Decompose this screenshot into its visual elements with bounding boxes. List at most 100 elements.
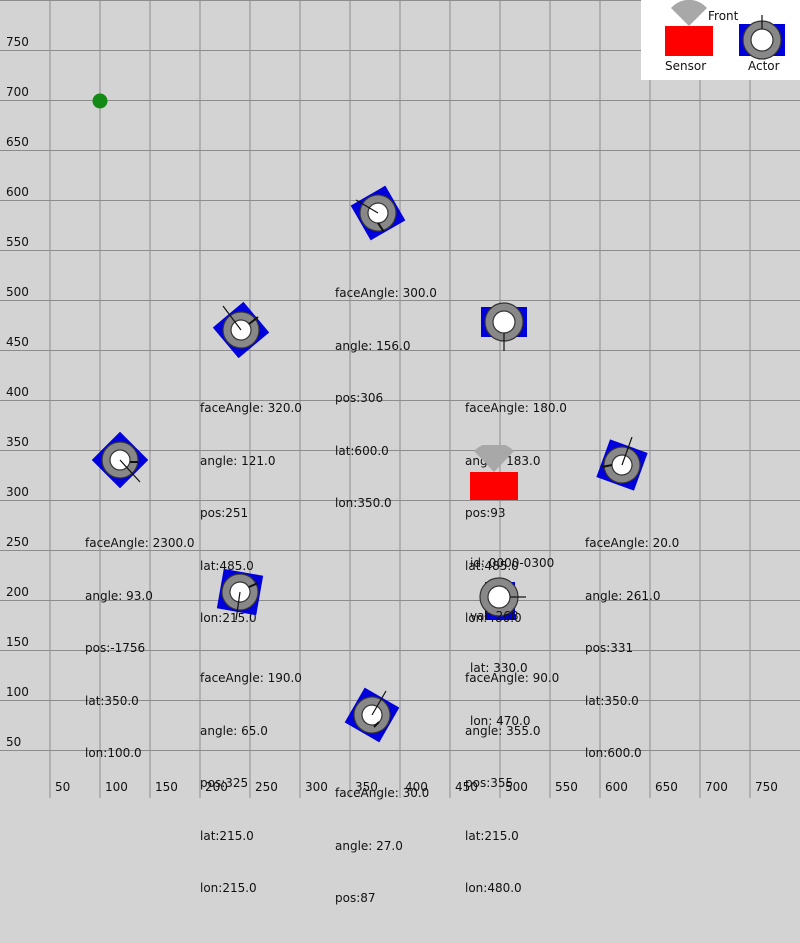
legend-front-label: Front — [708, 9, 739, 23]
angle: angle: 27.0 — [335, 838, 403, 853]
y-tick-label: 700 — [6, 85, 29, 99]
lat: lat:350.0 — [85, 693, 139, 708]
lat: lat:215.0 — [465, 828, 519, 843]
x-tick-label: 300 — [305, 780, 328, 794]
target-marker[interactable] — [91, 92, 109, 110]
x-tick-label: 550 — [555, 780, 578, 794]
sensor-info: id: 0000-0300 val: 268 lat: 330.0 lon: 4… — [470, 520, 554, 765]
pos: pos:93 — [465, 506, 506, 520]
legend-sensor-swatch — [665, 26, 713, 56]
y-tick-label: 500 — [6, 285, 29, 299]
y-tick-label: 750 — [6, 35, 29, 49]
x-tick-label: 350 — [355, 780, 378, 794]
actor-info: faceAngle: 320.0 angle: 121.0 pos:251 la… — [200, 365, 302, 663]
pos: pos:325 — [200, 776, 249, 790]
y-tick-label: 650 — [6, 135, 29, 149]
x-tick-label: 450 — [455, 780, 478, 794]
y-tick-label: 250 — [6, 535, 29, 549]
actor-robot[interactable] — [476, 295, 532, 351]
x-tick-label: 750 — [755, 780, 778, 794]
actor-info: faceAngle: 30.0 angle: 27.0 pos:87 — [335, 750, 429, 943]
lon: lon:215.0 — [200, 881, 257, 895]
lat: lat:215.0 — [200, 828, 254, 843]
angle: angle: 261.0 — [585, 588, 661, 603]
lon: lon:350.0 — [335, 496, 392, 510]
sensor-lat: lat: 330.0 — [470, 661, 528, 675]
actor-robot[interactable] — [92, 432, 148, 488]
heading-marker — [373, 721, 380, 728]
face-angle: faceAngle: 30.0 — [335, 786, 430, 800]
y-tick-label: 200 — [6, 585, 29, 599]
x-tick-label: 150 — [155, 780, 178, 794]
actor-info: faceAngle: 20.0 angle: 261.0 pos:331 lat… — [585, 500, 679, 798]
angle: angle: 93.0 — [85, 588, 153, 603]
pos: pos:306 — [335, 391, 384, 405]
front-indicator-icon — [671, 0, 707, 26]
actor-robot[interactable] — [344, 687, 400, 743]
actor-info: faceAngle: 190.0 angle: 65.0 pos:325 lat… — [200, 635, 302, 933]
pos: pos:-1756 — [85, 641, 146, 655]
lat: lat:485.0 — [200, 558, 254, 573]
face-angle: faceAngle: 190.0 — [200, 671, 302, 685]
legend-actor-icon — [739, 15, 785, 60]
x-tick-label: 500 — [505, 780, 528, 794]
heading-marker — [248, 316, 259, 325]
sensor-val: val: 268 — [470, 608, 519, 623]
y-tick-label: 400 — [6, 385, 29, 399]
face-angle: faceAngle: 180.0 — [465, 401, 567, 415]
sensor-device[interactable] — [469, 445, 519, 501]
pos: pos:331 — [585, 641, 634, 655]
actor-robot[interactable] — [594, 437, 650, 493]
y-tick-label: 600 — [6, 185, 29, 199]
lon: lon:480.0 — [465, 881, 522, 895]
face-angle: faceAngle: 320.0 — [200, 401, 302, 415]
angle: angle: 121.0 — [200, 453, 276, 468]
face-angle: faceAngle: 20.0 — [585, 536, 680, 550]
face-direction-line — [355, 199, 379, 214]
pos: pos:87 — [335, 891, 376, 905]
angle: angle: 65.0 — [200, 723, 268, 738]
angle: angle: 355.0 — [465, 723, 541, 738]
face-angle: faceAngle: 90.0 — [465, 671, 560, 685]
actor-info: faceAngle: 300.0 angle: 156.0 pos:306 la… — [335, 250, 437, 548]
actor-robot[interactable] — [471, 570, 527, 626]
face-direction-line — [371, 690, 387, 716]
y-tick-label: 300 — [6, 485, 29, 499]
face-direction-line — [119, 459, 141, 483]
face-direction-line — [222, 305, 242, 331]
actor-robot[interactable] — [350, 185, 406, 241]
face-angle: faceAngle: 300.0 — [335, 286, 437, 300]
x-tick-label: 700 — [705, 780, 728, 794]
actor-robot[interactable] — [213, 302, 269, 358]
lon: lon:600.0 — [585, 746, 642, 760]
y-tick-label: 350 — [6, 435, 29, 449]
lon: lon:100.0 — [85, 746, 142, 760]
y-tick-label: 100 — [6, 685, 29, 699]
y-tick-label: 150 — [6, 635, 29, 649]
y-tick-label: 550 — [6, 235, 29, 249]
pos: pos:251 — [200, 506, 249, 520]
x-tick-label: 50 — [55, 780, 71, 794]
y-tick-label: 450 — [6, 335, 29, 349]
lon: lon:215.0 — [200, 611, 257, 625]
face-direction-line — [621, 437, 633, 466]
heading-marker — [248, 582, 259, 588]
heading-marker — [601, 464, 613, 468]
angle: angle: 156.0 — [335, 338, 411, 353]
legend: Front Sensor Actor — [641, 0, 800, 80]
legend-sensor-label: Sensor — [665, 59, 707, 73]
face-direction-line — [235, 591, 241, 620]
sensor-range-icon — [474, 445, 514, 472]
y-tick-label: 50 — [6, 735, 22, 749]
x-tick-label: 100 — [105, 780, 128, 794]
pos: pos:355 — [465, 776, 514, 790]
x-tick-label: 250 — [255, 780, 278, 794]
lat: lat:350.0 — [585, 693, 639, 708]
x-tick-label: 650 — [655, 780, 678, 794]
actor-robot[interactable] — [212, 564, 268, 620]
sensor-lon: lon: 470.0 — [470, 713, 531, 728]
lat: lat:485.0 — [465, 558, 519, 573]
x-tick-label: 200 — [205, 780, 228, 794]
simulation-canvas: 50 100 150 200 250 300 350 400 450 500 5… — [0, 0, 800, 905]
legend-actor-label: Actor — [748, 59, 780, 73]
